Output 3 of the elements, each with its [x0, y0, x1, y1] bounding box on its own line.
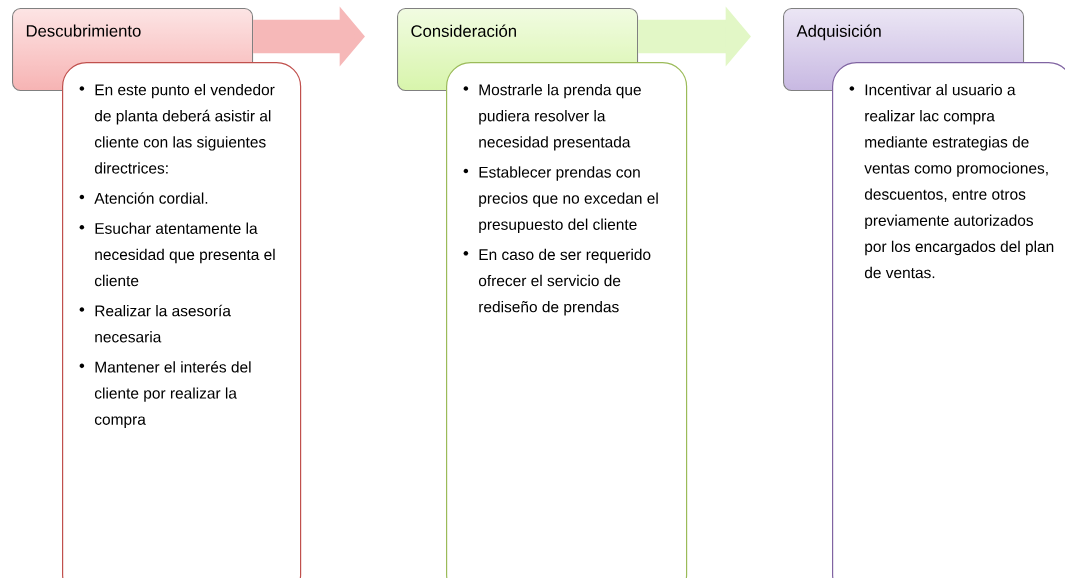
bullet-list-box: En este punto el vendedor de planta deberá asistir al cliente con las siguientes directrices: Atención cordial. Esuchar atentamente la necesidad que presenta el cliente Realizar la asesoría necesaria Mantener el interés del cliente por realizar la compra: [62, 62, 302, 578]
bullet-list-box: Mostrarle la prenda que pudiera resolver la necesidad presentada Establecer prendas con precios que no excedan el presupuesto del cliente En caso de ser requerido ofrecer el servicio de rediseño de prendas: [446, 62, 688, 578]
bullet-list-box: Incentivar al usuario a realizar lac compra mediante estrategias de ventas como promociones, descuentos, entre otros previamente autorizados por los encargados del plan de ventas.: [832, 62, 1065, 578]
